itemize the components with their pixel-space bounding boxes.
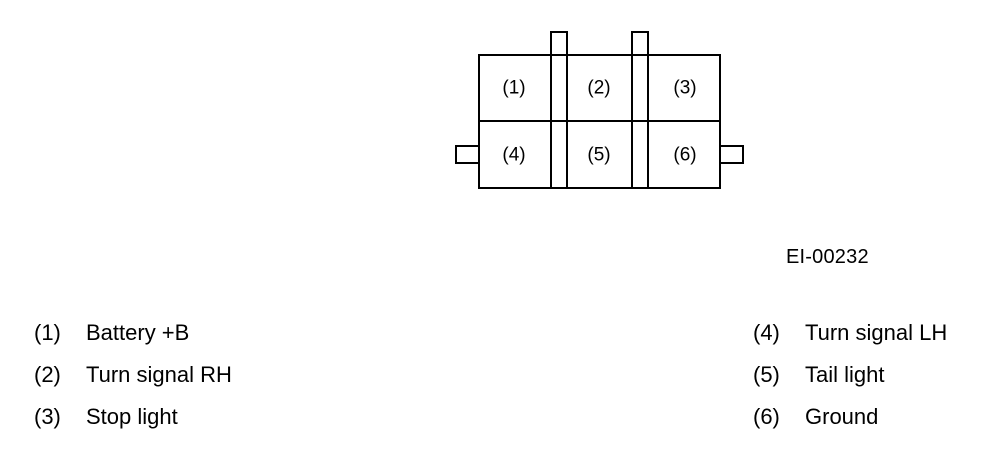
legend-number: (1) — [34, 320, 61, 345]
top-latch-left — [550, 31, 568, 56]
side-tab-right — [719, 145, 744, 164]
legend-item: (2) Turn signal RH — [34, 354, 232, 396]
legend-item: (5) Tail light — [753, 354, 947, 396]
legend-item: (1) Battery +B — [34, 312, 232, 354]
legend-item: (4) Turn signal LH — [753, 312, 947, 354]
legend-number: (3) — [34, 404, 61, 429]
legend-item: (3) Stop light — [34, 396, 232, 438]
pin-label-2: (2) — [587, 78, 610, 99]
legend-left: (1) Battery +B (2) Turn signal RH (3) St… — [34, 312, 232, 438]
legend-number: (2) — [34, 362, 61, 387]
legend-text: Turn signal RH — [86, 362, 232, 387]
legend-text: Turn signal LH — [805, 320, 948, 345]
figure-code: EI-00232 — [786, 246, 869, 268]
pin-label-4: (4) — [502, 145, 525, 166]
pin-label-1: (1) — [502, 78, 525, 99]
legend-right: (4) Turn signal LH (5) Tail light (6) Gr… — [753, 312, 947, 438]
top-latch-right — [631, 31, 649, 56]
legend-item: (6) Ground — [753, 396, 947, 438]
legend-number: (6) — [753, 404, 780, 429]
legend-text: Stop light — [86, 404, 178, 429]
connector-diagram: (1) (2) (3) (4) (5) (6) — [455, 31, 744, 189]
legend-number: (5) — [753, 362, 780, 387]
legend-text: Battery +B — [86, 320, 190, 345]
pin-label-6: (6) — [673, 145, 696, 166]
side-tab-left — [455, 145, 480, 164]
pin-label-5: (5) — [587, 145, 610, 166]
pin-label-3: (3) — [673, 78, 696, 99]
legend-number: (4) — [753, 320, 780, 345]
legend-text: Ground — [805, 404, 879, 429]
legend-text: Tail light — [805, 362, 885, 387]
